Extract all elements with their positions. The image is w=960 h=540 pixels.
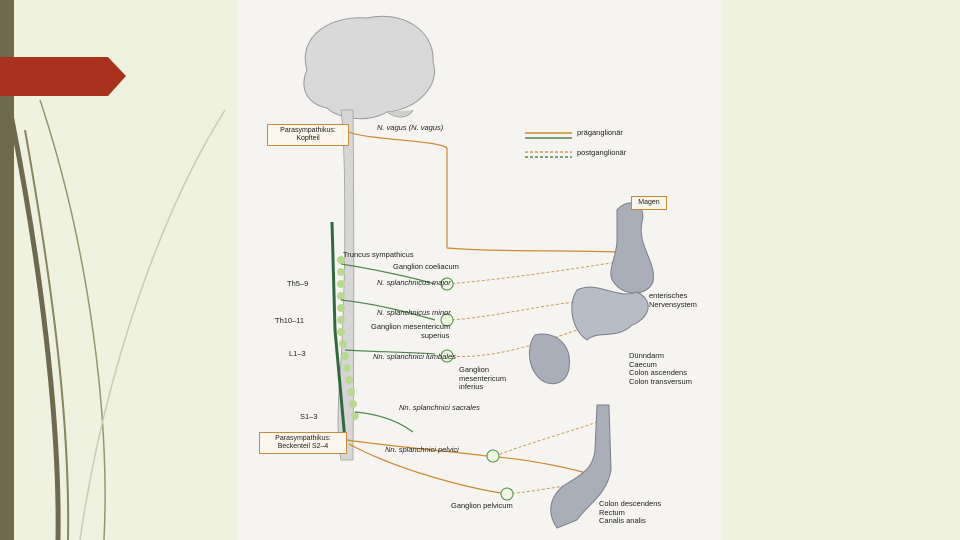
parasympathetic-head-box: Parasympathikus: Kopfteil xyxy=(267,124,349,146)
small-intestine xyxy=(571,286,649,341)
stomach xyxy=(610,202,655,294)
colon-ascendens-line: Colon ascendens xyxy=(629,368,687,377)
magen-box: Magen xyxy=(631,196,667,210)
gmi-line3: inferius xyxy=(459,382,484,391)
splanchnici-sacrales-label: Nn. splanchnici sacrales xyxy=(399,403,480,412)
enterisches-nervensystem-label: enterisches Nervensystem xyxy=(649,291,697,309)
colon-group-label: Colon descendens Rectum Canalis analis xyxy=(599,499,662,526)
level-th10-11: Th10–11 xyxy=(275,316,305,325)
ens-line1: enterisches xyxy=(649,291,688,300)
level-l1-3: L1–3 xyxy=(289,349,306,358)
level-s1-3: S1–3 xyxy=(300,412,318,421)
cerebellum xyxy=(386,109,414,118)
colon-descendens-line: Colon descendens xyxy=(599,499,662,508)
duenndarm-line: Dünndarm xyxy=(629,351,665,360)
prevertebral-ganglia xyxy=(440,277,514,501)
level-th5-9: Th5–9 xyxy=(287,279,309,288)
splanchnici-pelvici-label: Nn. splanchnici pelvici xyxy=(385,445,459,454)
rectum-line: Rectum xyxy=(599,507,625,517)
parasympathetic-pelvis-line2: Beckenteil S2–4 xyxy=(277,443,329,450)
parasympathetic-pelvis-line1: Parasympathikus: xyxy=(275,435,331,442)
ganglion-mesentericum-superius-label: Ganglion mesentericum superius xyxy=(371,322,451,340)
red-arrow-tab xyxy=(0,57,126,96)
ganglion-coeliacum-label: Ganglion coeliacum xyxy=(393,262,459,271)
splanchnici-lumbales-label: Nn. splanchnici lumbales xyxy=(373,352,456,361)
brain xyxy=(303,15,435,120)
ens-line2: Nervensystem xyxy=(649,299,697,309)
canalis-analis-line: Canalis analis xyxy=(599,516,646,525)
decorative-curves xyxy=(7,99,226,540)
legend-preganglionic-label: präganglionär xyxy=(577,128,623,137)
preganglionic-sympathetic-nerves xyxy=(340,263,436,433)
parasympathetic-head-line1: Parasympathikus: xyxy=(280,127,336,134)
magen-label: Magen xyxy=(638,199,660,206)
vagus-label: N. vagus (N. vagus) xyxy=(377,123,444,132)
parasympathetic-pelvis-box: Parasympathikus: Beckenteil S2–4 xyxy=(259,432,347,454)
ganglion-pelvicum-label: Ganglion pelvicum xyxy=(451,501,513,510)
gmi-line2: mesentericum xyxy=(459,373,507,383)
gms-line2: superius xyxy=(421,330,450,340)
sympathetic-chain-line xyxy=(330,221,347,441)
legend-postganglionic-label: postganglionär xyxy=(577,148,627,157)
caecum xyxy=(529,333,571,385)
truncus-label: Truncus sympathicus xyxy=(343,250,414,259)
splanchnicus-major-label: N. splanchnicus major xyxy=(377,278,451,287)
caecum-line: Caecum xyxy=(629,359,657,369)
colon-transversum-line: Colon transversum xyxy=(629,376,692,386)
gms-line1: Ganglion mesentericum xyxy=(371,322,451,331)
gmi-line1: Ganglion xyxy=(459,365,490,374)
parasympathetic-head-line2: Kopfteil xyxy=(296,135,320,142)
splanchnicus-minor-label: N. splanchnicus minor xyxy=(377,308,451,317)
slide-left-bar xyxy=(0,0,14,540)
sympathetic-ganglia xyxy=(337,256,359,420)
autonomic-nervous-system-figure: Parasympathikus: Kopfteil Parasympathiku… xyxy=(237,0,722,540)
ganglion-mesentericum-inferius-label: Ganglion mesentericum inferius xyxy=(459,365,507,392)
figure-drawing xyxy=(303,15,655,529)
duenndarm-group-label: Dünndarm Caecum Colon ascendens Colon tr… xyxy=(629,351,692,386)
colon-rectum xyxy=(550,404,612,529)
